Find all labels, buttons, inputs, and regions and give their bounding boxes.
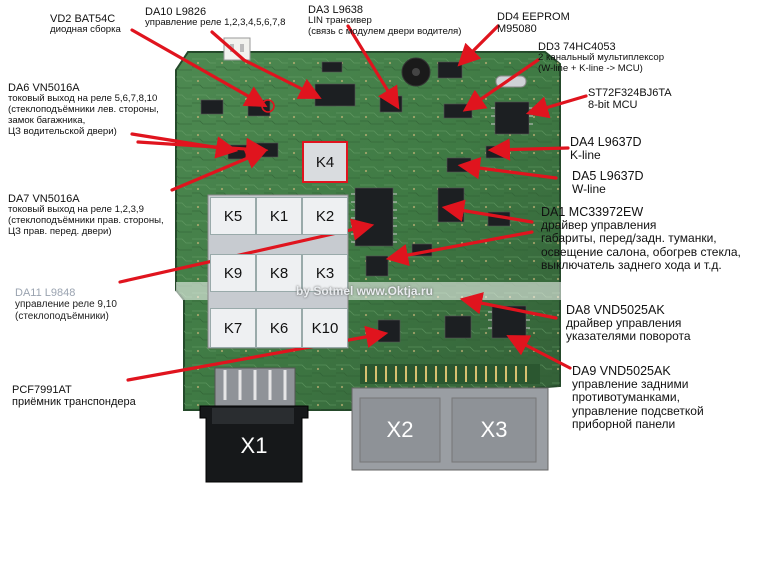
callout-da11: DA11 L9848 управление реле 9,10 (стеклоп… — [15, 287, 117, 322]
arrow-da1b — [385, 230, 534, 267]
arrow-dd3 — [462, 58, 540, 112]
callout-da8: DA8 VND5025AK драйвер управления указате… — [566, 303, 691, 344]
arrow-da8 — [459, 292, 558, 320]
callout-da5: DA5 L9637D W-line — [572, 169, 644, 196]
relay-k7: K7 — [210, 308, 256, 348]
callout-da4: DA4 L9637D K-line — [570, 135, 642, 162]
relay-k2: K2 — [302, 197, 348, 235]
relay-k10: K10 — [302, 308, 348, 348]
callout-dd3: DD3 74HC4053 2 канальный мультиплексор (… — [538, 41, 665, 75]
relay-k5: K5 — [210, 197, 256, 235]
arrow-da10 — [210, 30, 322, 99]
relay-k9: K9 — [210, 254, 256, 292]
relay-k4: K4 — [315, 153, 335, 171]
callout-da3: DA3 L9638 LIN трансивер (связь с модулем… — [308, 4, 462, 38]
relay-k6: K6 — [256, 308, 302, 348]
callout-vd2: VD2 BAT54C диодная сборка — [50, 13, 121, 36]
callout-da7: DA7 VN5016A токовый выход на реле 1,2,3,… — [8, 193, 164, 237]
relay-k8: K8 — [256, 254, 302, 292]
arrow-da1a — [441, 199, 534, 224]
callout-da9: DA9 VND5025AK управление задними противо… — [572, 364, 704, 432]
relay-k1: K1 — [256, 197, 302, 235]
arrow-da6b — [136, 137, 269, 161]
arrow-vd2 — [130, 28, 268, 108]
callout-mcu: ST72F324BJ6TA 8-bit MCU — [588, 87, 672, 112]
callout-da10: DA10 L9826 управление реле 1,2,3,4,5,6,7… — [145, 6, 286, 29]
arrow-da5 — [457, 156, 558, 180]
arrow-da7 — [170, 147, 268, 192]
connector-x1: X1 — [240, 433, 268, 458]
watermark-text: by Sotmel www.Oktja.ru — [296, 284, 433, 298]
arrow-da9 — [506, 335, 572, 370]
connector-x2: X2 — [386, 417, 414, 442]
connector-x3: X3 — [480, 417, 508, 442]
callout-dd4: DD4 EEPROM M95080 — [497, 11, 570, 36]
callout-da1: DA1 MC33972EW драйвер управления габарит… — [541, 205, 741, 273]
arrow-da4 — [487, 138, 570, 161]
arrow-dd4 — [457, 24, 500, 67]
arrow-mcu — [525, 94, 588, 119]
arrow-da3 — [346, 24, 400, 110]
callout-pcf: PCF7991AT приёмник транспондера — [12, 384, 136, 409]
callout-da6: DA6 VN5016A токовый выход на реле 5,6,7,… — [8, 82, 159, 137]
relay-k3: K3 — [302, 254, 348, 292]
